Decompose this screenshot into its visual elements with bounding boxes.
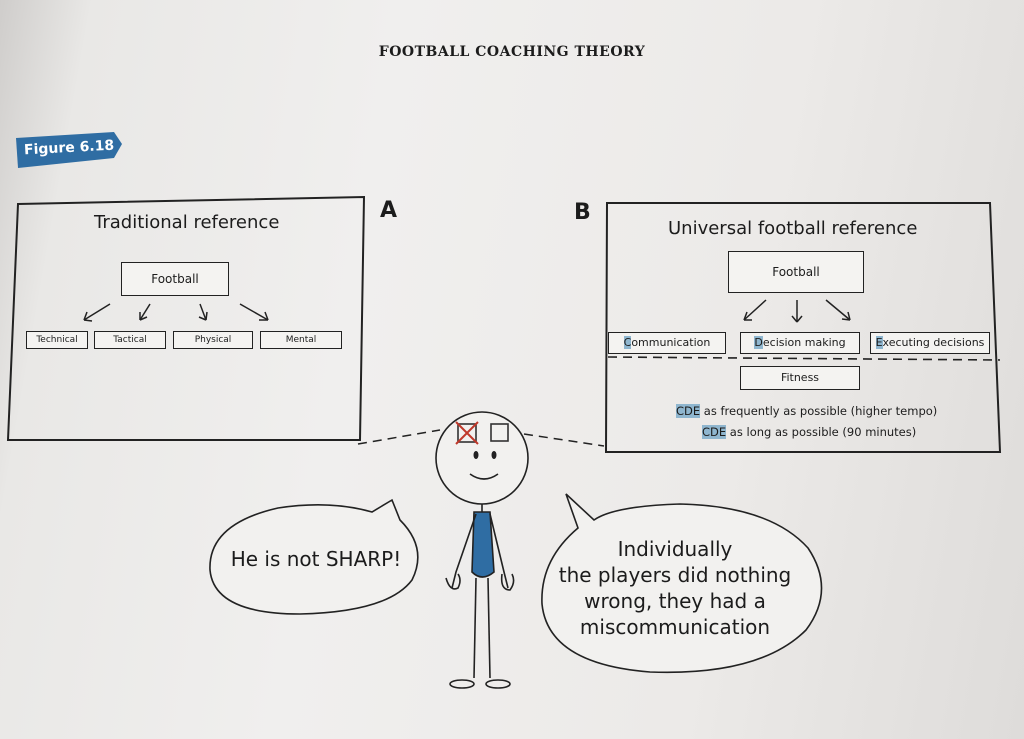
panel-b-note-duration: CDE as long as possible (90 minutes)	[702, 425, 916, 439]
speech-left-text: He is not SHARP!	[230, 547, 402, 571]
panel-b-child-decision-making: Decision making	[740, 332, 860, 354]
speech-right-line: Individually	[617, 537, 733, 561]
figure-tag-shape	[16, 132, 122, 168]
box-text: ecision making	[762, 336, 846, 349]
panel-b-title: Universal football reference	[668, 218, 918, 239]
panel-b-note-tempo: CDE as frequently as possible (higher te…	[676, 404, 937, 418]
panel-a-child-technical: Technical	[26, 331, 88, 349]
panel-a-title: Traditional reference	[94, 212, 280, 233]
speech-right-line: miscommunication	[579, 615, 771, 639]
highlight-cde: CDE	[702, 425, 727, 439]
figure-label: Figure 6.18	[16, 130, 122, 168]
panel-a-frame	[6, 195, 366, 441]
dashed-link-a	[357, 429, 441, 445]
box-text: ommunication	[631, 336, 711, 349]
highlight-letter: D	[754, 336, 763, 349]
panel-b-fitness-box: Fitness	[740, 366, 860, 390]
panel-b-child-communication: Communication	[608, 332, 726, 354]
panel-a-letter: A	[380, 198, 398, 223]
panel-b-letter: B	[574, 200, 591, 225]
panel-a-child-tactical: Tactical	[94, 331, 166, 349]
dashed-link-b	[523, 433, 605, 447]
head	[435, 411, 529, 505]
panel-b-root-box: Football	[728, 251, 864, 293]
speech-bubble-left	[209, 498, 419, 615]
shirt	[471, 511, 495, 578]
crossed-box-icon	[457, 423, 477, 443]
panel-a-arrows	[83, 303, 269, 322]
panel-b-child-executing-decisions: Executing decisions	[870, 332, 990, 354]
panel-b-frame	[604, 202, 1002, 453]
highlight-letter: C	[623, 336, 632, 349]
panel-b-arrows	[743, 299, 851, 323]
note-text: as long as possible (90 minutes)	[726, 425, 917, 439]
highlight-letter: E	[875, 336, 883, 349]
highlight-cde: CDE	[676, 404, 701, 418]
speech-bubble-right	[541, 493, 823, 674]
panel-a-child-mental: Mental	[260, 331, 342, 349]
page-title: FOOTBALL COACHING THEORY	[378, 44, 646, 60]
stick-figure	[435, 411, 529, 689]
panel-b-dashed-separator	[607, 356, 1001, 361]
note-text: as frequently as possible (higher tempo)	[700, 404, 938, 418]
speech-right-text: Individually the players did nothing wro…	[552, 536, 798, 640]
panel-a-root-box: Football	[121, 262, 229, 296]
box-text: xecuting decisions	[882, 336, 985, 349]
speech-right-line: wrong, they had a	[584, 589, 766, 613]
panel-a-child-physical: Physical	[173, 331, 253, 349]
speech-right-line: the players did nothing	[558, 563, 792, 587]
empty-box-icon	[490, 423, 509, 442]
